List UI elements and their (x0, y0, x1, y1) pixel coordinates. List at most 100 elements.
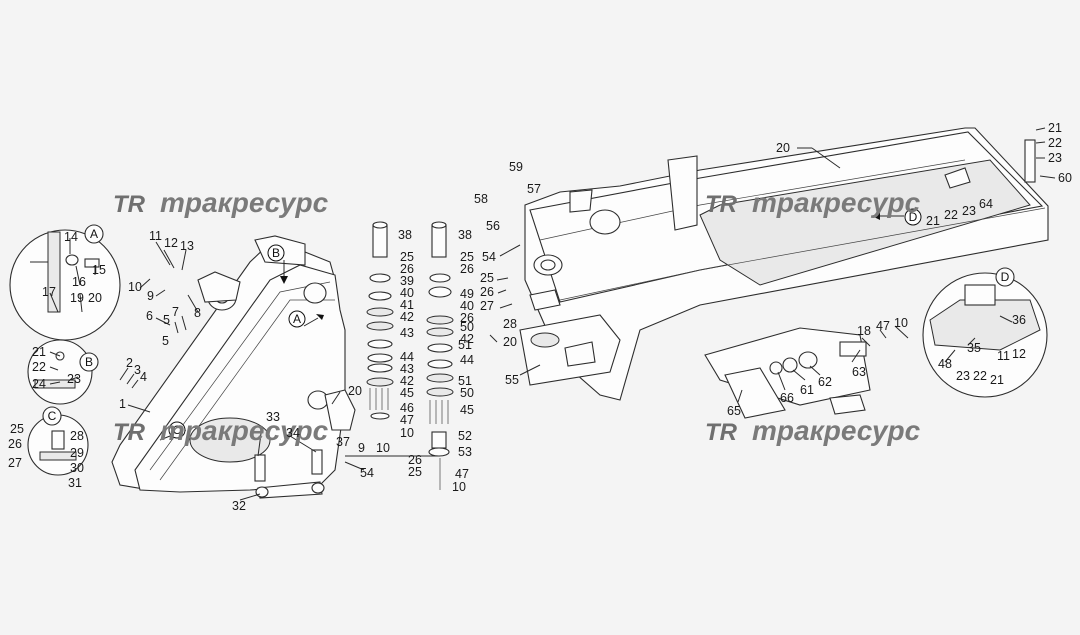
callout-18: 18 (857, 324, 871, 338)
callout-6: 6 (146, 309, 153, 323)
callout-20: 20 (348, 384, 362, 398)
svg-text:A: A (293, 312, 301, 326)
callout-40: 40 (400, 286, 414, 300)
callout-52: 52 (458, 429, 472, 443)
callout-61: 61 (800, 383, 814, 397)
callout-37: 37 (336, 435, 350, 449)
callout-22: 22 (1048, 136, 1062, 150)
callout-10: 10 (128, 280, 142, 294)
detail-letter-c: C (48, 409, 57, 423)
watermark-logo: TR (113, 191, 146, 218)
callout-17: 17 (42, 285, 56, 299)
callout-46: 46 (400, 401, 414, 415)
callout-14: 14 (64, 230, 78, 244)
callout-25: 25 (460, 250, 474, 264)
callout-49: 49 (460, 287, 474, 301)
callout-48: 48 (938, 357, 952, 371)
callout-16: 16 (72, 275, 86, 289)
watermark-text: тракресурс (160, 415, 329, 446)
callout-32: 32 (232, 499, 246, 513)
callout-35: 35 (967, 341, 981, 355)
callout-31: 31 (68, 476, 82, 490)
detail-letter-b: B (85, 355, 93, 369)
detail-view-a (9, 224, 121, 341)
callout-66: 66 (780, 391, 794, 405)
view-marker-d: D (904, 208, 922, 226)
callout-23: 23 (67, 372, 81, 386)
callout-25: 25 (408, 465, 422, 479)
callout-10: 10 (400, 426, 414, 440)
callout-5: 5 (162, 334, 169, 348)
callout-59: 59 (509, 160, 523, 174)
watermark-logo: TR (113, 419, 146, 446)
callout-25: 25 (400, 250, 414, 264)
callout-1: 1 (119, 397, 126, 411)
callout-27: 27 (8, 456, 22, 470)
callout-10: 10 (452, 480, 466, 494)
callout-10: 10 (894, 316, 908, 330)
callout-11: 11 (997, 349, 1010, 363)
detail-view-d (922, 267, 1048, 398)
callout-51: 51 (458, 374, 472, 388)
callout-63: 63 (852, 365, 866, 379)
callout-28: 28 (70, 429, 84, 443)
watermark-text: тракресурс (752, 415, 921, 446)
callout-10: 10 (376, 441, 390, 455)
callout-29: 29 (70, 446, 84, 460)
callout-25: 25 (480, 271, 494, 285)
callout-28: 28 (503, 317, 517, 331)
callout-15: 15 (92, 263, 106, 277)
left-pin-stack (366, 221, 394, 420)
callout-58: 58 (474, 192, 488, 206)
callout-26: 26 (400, 262, 414, 276)
callout-26: 26 (480, 285, 494, 299)
watermark-top-left: TR тракресурс (113, 187, 329, 218)
watermark-top-right: TR тракресурс (705, 187, 921, 218)
callout-26: 26 (408, 453, 422, 467)
callout-45: 45 (400, 386, 414, 400)
callout-44: 44 (400, 350, 414, 364)
callout-9: 9 (358, 441, 365, 455)
callout-3: 3 (134, 363, 141, 377)
callout-23: 23 (1048, 151, 1062, 165)
watermark-logo: TR (705, 419, 738, 446)
callout-21: 21 (926, 214, 940, 228)
callout-12: 12 (164, 236, 178, 250)
watermark-bottom-right: TR тракресурс (705, 415, 921, 446)
callout-38: 38 (398, 228, 412, 242)
callout-65: 65 (727, 404, 741, 418)
main-frame-assembly (519, 127, 1049, 419)
callout-55: 55 (505, 373, 519, 387)
callout-60: 60 (1058, 171, 1072, 185)
callout-13: 13 (180, 239, 194, 253)
callout-7: 7 (172, 305, 179, 319)
callout-20: 20 (776, 141, 790, 155)
callout-36: 36 (1012, 313, 1026, 327)
callout-12: 12 (1012, 347, 1026, 361)
callout-34: 34 (286, 426, 300, 440)
detail-view-b (27, 339, 99, 405)
callout-23: 23 (956, 369, 970, 383)
watermark-text: тракресурс (752, 187, 921, 218)
callout-20: 20 (88, 291, 102, 305)
right-pin-stack (426, 221, 454, 490)
callout-21: 21 (990, 373, 1004, 387)
callout-51: 51 (458, 338, 472, 352)
detail-view-c (27, 406, 89, 476)
callout-26: 26 (460, 311, 474, 325)
callout-20: 20 (503, 335, 517, 349)
callout-26: 26 (8, 437, 22, 451)
callout-23: 23 (962, 204, 976, 218)
callout-45: 45 (460, 403, 474, 417)
watermark-text: тракресурс (160, 187, 329, 218)
callout-54: 54 (482, 250, 496, 264)
callout-56: 56 (486, 219, 500, 233)
callout-64: 64 (979, 197, 993, 211)
callout-22: 22 (944, 208, 958, 222)
callout-21: 21 (1048, 121, 1062, 135)
